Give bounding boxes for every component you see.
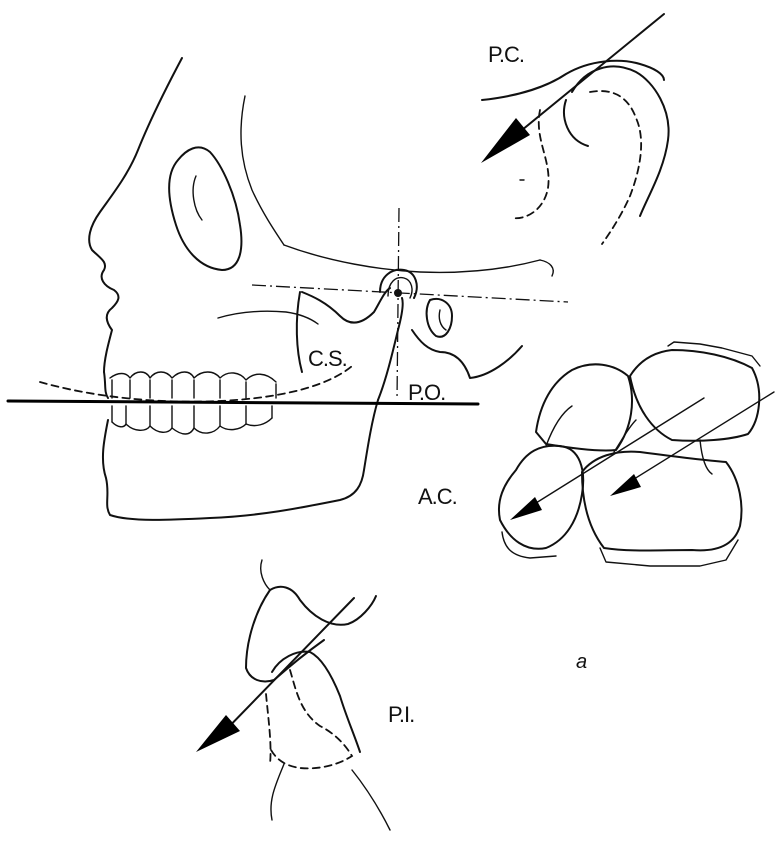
pc-arrowhead — [481, 118, 530, 163]
pi-inset-drawing — [246, 560, 390, 830]
curve-of-spee — [40, 366, 352, 402]
pc-force-arrow — [500, 14, 664, 148]
pc-inset-drawing — [482, 61, 669, 244]
panel-label: a — [576, 651, 587, 673]
vertical-reference-line — [397, 208, 399, 400]
pi-force-arrow — [218, 598, 354, 738]
ac-force-arrow-right — [626, 392, 774, 484]
label-po: P.O. — [408, 380, 445, 405]
ac-arrowhead-left — [510, 497, 542, 520]
label-cs: C.S. — [308, 346, 347, 371]
label-pc: P.C. — [488, 42, 524, 67]
skull-drawing — [89, 58, 553, 520]
ac-inset-drawing — [499, 342, 760, 566]
condyle-center-dot — [394, 289, 402, 297]
label-pi: P.I. — [388, 702, 414, 727]
pi-arrowhead — [196, 715, 240, 752]
label-ac: A.C. — [418, 484, 457, 509]
